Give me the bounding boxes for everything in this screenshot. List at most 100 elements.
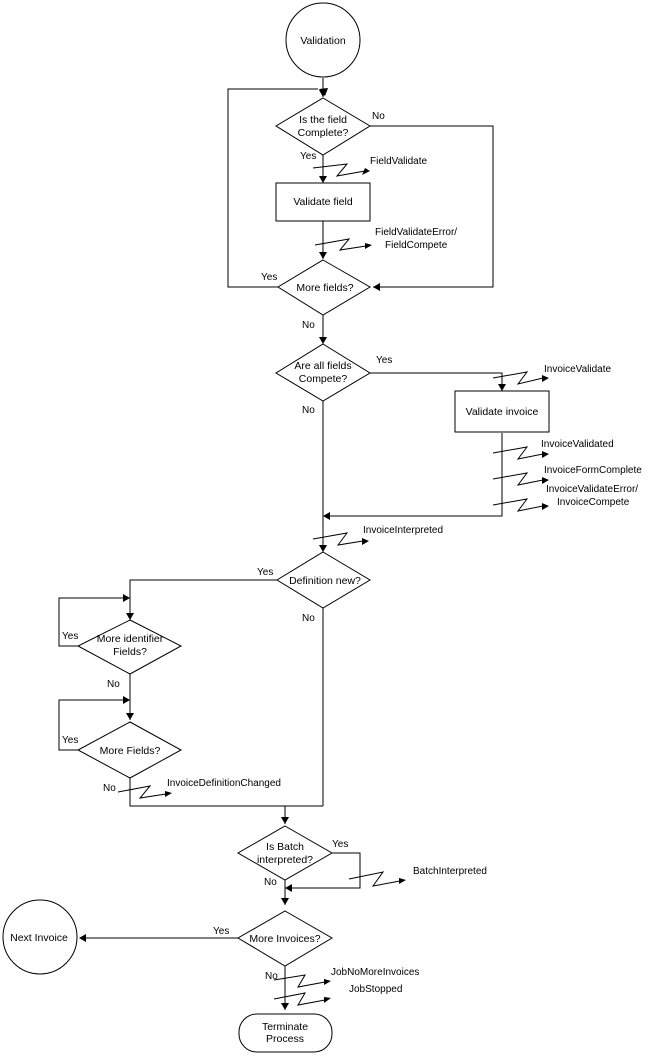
terminator-shape [238, 1013, 333, 1053]
node-validate-field[interactable]: Validate field [275, 182, 371, 222]
edge-all-fields-yes [370, 372, 503, 391]
event-label: InvoiceValidateError/ [546, 484, 638, 495]
label-no: No [302, 613, 315, 624]
node-more-fields2-decision[interactable]: More Fields? [76, 721, 183, 779]
label-no: No [103, 783, 116, 794]
edge-more-identifier-yes-loop [58, 597, 124, 647]
start-circle [285, 2, 361, 78]
arrowhead [319, 545, 327, 552]
label-yes: Yes [261, 272, 277, 283]
event-label: JobNoMoreInvoices [331, 967, 419, 978]
event-label: InvoiceValidated [541, 439, 614, 450]
node-label: Next Invoice [10, 932, 68, 944]
label-yes: Yes [62, 631, 78, 642]
event-field-validate-error-icon [314, 238, 372, 251]
label-no: No [107, 679, 120, 690]
node-label: interpreted? [257, 854, 313, 866]
edge-more-fields2-yes-loop [58, 699, 124, 751]
event-label: InvoiceFormComplete [544, 465, 642, 476]
node-label: Is the field [299, 114, 347, 126]
edge-definition-new-yes [129, 579, 277, 620]
label-no: No [265, 971, 278, 982]
node-label: Is Batch [266, 841, 304, 853]
event-invoice-validate-icon [492, 371, 549, 385]
arrowhead [123, 594, 130, 602]
node-label: Validate invoice [466, 406, 539, 418]
label-no: No [302, 405, 315, 416]
decision-diamond [276, 551, 371, 609]
edge-field-complete-no [370, 125, 494, 288]
event-label: InvoiceCompete [557, 497, 630, 508]
node-label: Validation [300, 35, 345, 47]
event-job-no-more-invoices-icon [273, 974, 331, 988]
event-invoice-interpreted-icon [312, 532, 369, 546]
arrowhead [498, 384, 506, 391]
arrowhead [281, 817, 289, 824]
node-terminate-process[interactable]: Terminate Process [238, 1013, 333, 1053]
edge-batch-yes [292, 852, 361, 889]
process-box [454, 390, 550, 433]
arrowhead [319, 337, 327, 344]
label-yes: Yes [300, 151, 316, 162]
node-label: More Fields? [100, 745, 161, 757]
event-label: BatchInterpreted [413, 866, 487, 877]
label-yes: Yes [62, 735, 78, 746]
node-label: Process [266, 1033, 304, 1045]
node-label: Validate field [293, 196, 353, 208]
node-definition-new-decision[interactable]: Definition new? [276, 551, 371, 609]
node-more-identifier-decision[interactable]: More identifier Fields? [76, 619, 183, 675]
arrowhead [126, 713, 134, 720]
node-field-complete-decision[interactable]: Is the field Complete? [275, 97, 371, 156]
decision-diamond [76, 619, 183, 675]
edge-validate-invoice-return [330, 433, 503, 517]
label-no: No [372, 111, 385, 122]
event-labels: FieldValidate FieldValidateError/ FieldC… [167, 156, 642, 995]
node-validation[interactable]: Validation [285, 2, 361, 78]
node-label: Compete? [299, 373, 348, 385]
node-label: Fields? [113, 646, 147, 658]
event-label: InvoiceInterpreted [363, 525, 443, 536]
node-label: More Invoices? [249, 933, 320, 945]
event-label: JobStopped [349, 984, 402, 995]
node-label: Complete? [298, 127, 349, 139]
label-no: No [264, 877, 277, 888]
node-label: Terminate [262, 1021, 308, 1033]
event-batch-interpreted-icon [348, 871, 406, 887]
process-box [275, 182, 371, 222]
node-more-fields-decision[interactable]: More fields? [277, 259, 371, 316]
label-yes: Yes [332, 839, 348, 850]
node-all-fields-decision[interactable]: Are all fields Compete? [275, 343, 371, 402]
arrowheads [79, 88, 506, 1010]
label-yes: Yes [376, 355, 392, 366]
arrowhead [281, 898, 289, 905]
arrowhead [281, 1003, 289, 1010]
node-label: Definition new? [289, 575, 361, 587]
event-invoice-validated-icon [492, 446, 549, 460]
edge-labels: No Yes Yes No Yes No Yes No Yes No Yes N… [62, 111, 392, 982]
edge-more-fields-yes-loop [227, 88, 318, 288]
label-no: No [302, 320, 315, 331]
label-yes: Yes [257, 567, 273, 578]
arrowhead [123, 696, 130, 704]
node-more-invoices-decision[interactable]: More Invoices? [237, 910, 333, 967]
end-circle [2, 899, 78, 975]
node-label: Are all fields [294, 360, 351, 372]
arrowhead [126, 613, 134, 620]
decision-diamond [76, 721, 183, 779]
event-field-validate-icon [312, 163, 370, 177]
event-job-stopped-icon [273, 992, 331, 1006]
node-batch-interpreted-decision[interactable]: Is Batch interpreted? [236, 825, 334, 881]
node-label: More identifier [97, 633, 164, 645]
decision-diamond [236, 825, 334, 881]
event-invoice-form-complete-icon [492, 472, 549, 486]
arrowhead [319, 252, 327, 259]
event-label: FieldValidate [370, 156, 428, 167]
arrowhead [319, 176, 327, 183]
arrowhead [373, 283, 380, 291]
node-validate-invoice[interactable]: Validate invoice [454, 390, 550, 433]
connectors [58, 78, 503, 1010]
event-label: FieldCompete [385, 240, 448, 251]
arrowhead [323, 512, 330, 520]
node-next-invoice[interactable]: Next Invoice [2, 899, 78, 975]
